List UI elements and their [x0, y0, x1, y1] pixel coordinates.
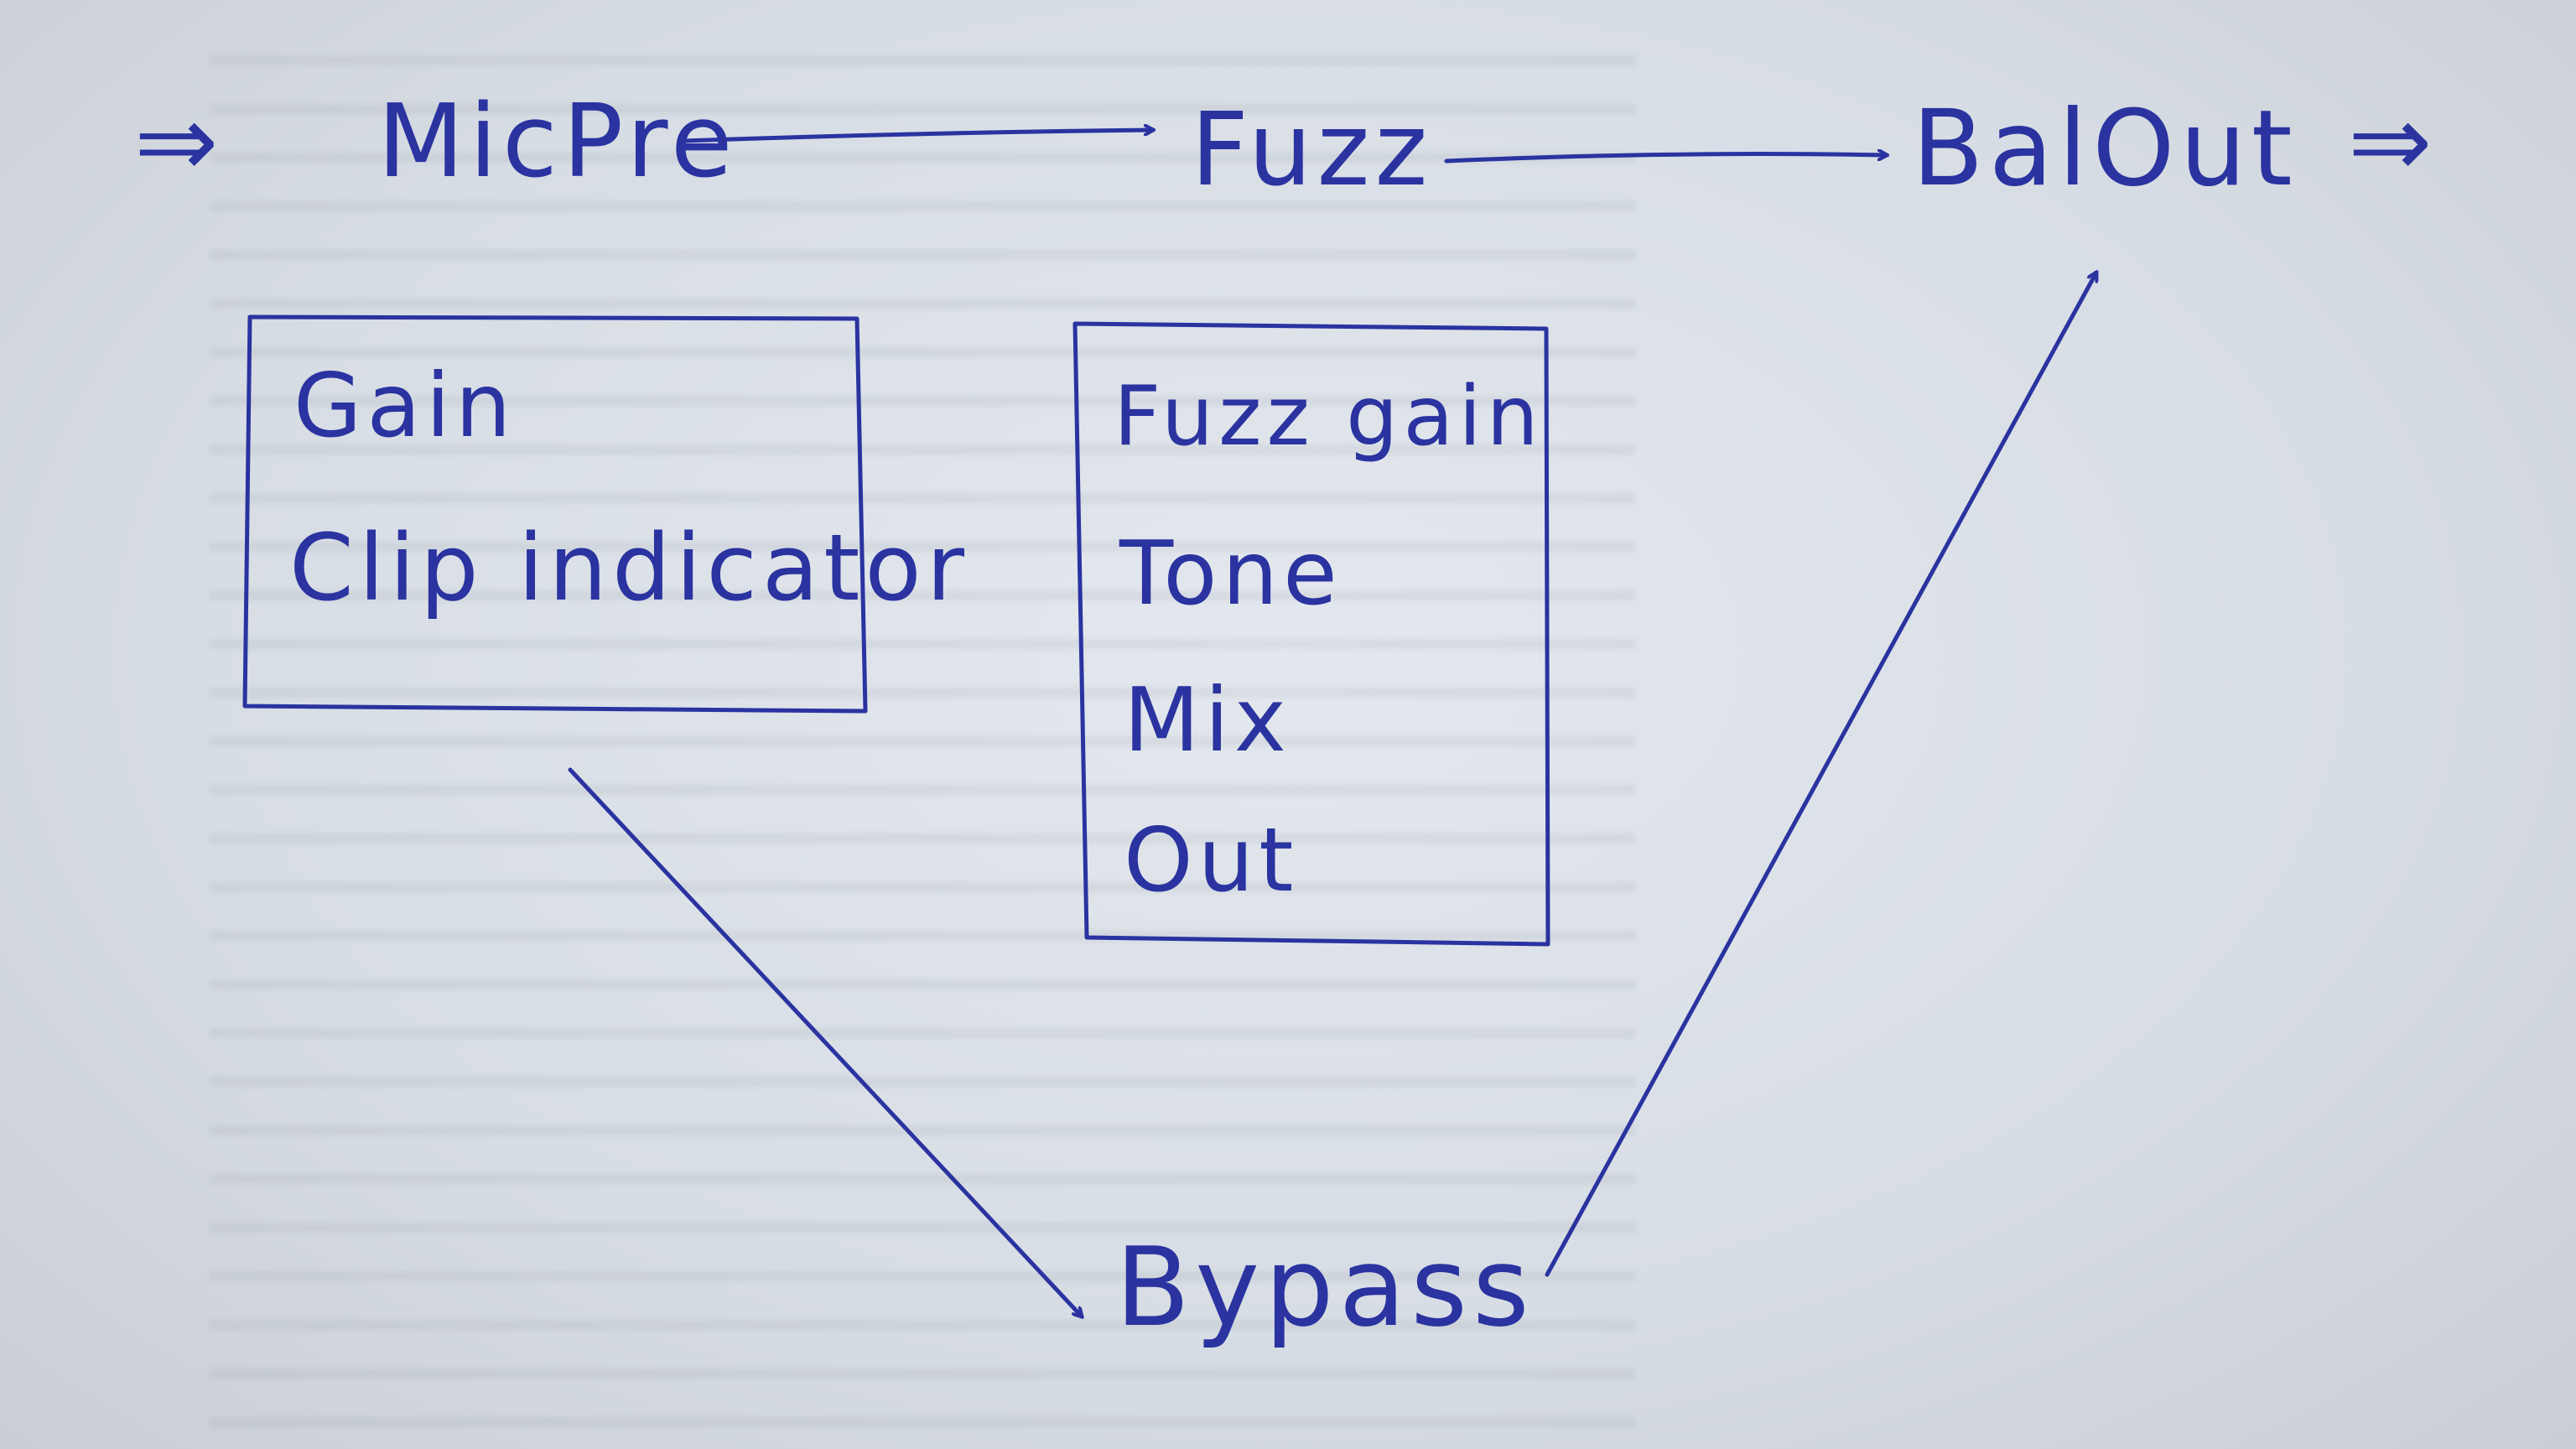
fuzz-param-fuzz-gain: Fuzz gain — [1114, 369, 1544, 465]
arrow-bypass-to-balout — [1545, 273, 2099, 1277]
arrow-micpre-to-fuzz — [681, 130, 1153, 143]
node-fuzz: Fuzz — [1191, 92, 1433, 209]
node-balout: BalOut — [1912, 88, 2298, 210]
fuzz-param-tone: Tone — [1119, 522, 1343, 625]
arrow-micpre-to-bypass — [568, 767, 1082, 1317]
input-arrow-icon: ⇒ — [134, 84, 224, 200]
output-arrow-icon: ⇒ — [2348, 84, 2438, 200]
fuzz-param-mix: Mix — [1124, 669, 1291, 771]
arrow-fuzz-to-balout — [1444, 154, 1887, 164]
micpre-param-clip-indicator: Clip indicator — [289, 514, 969, 621]
fuzz-param-out: Out — [1124, 809, 1298, 911]
micpre-param-gain: Gain — [293, 355, 516, 457]
micpre-params-box — [242, 314, 868, 714]
node-micpre: MicPre — [377, 84, 738, 200]
node-bypass: Bypass — [1115, 1223, 1535, 1351]
fuzz-params-box — [1072, 321, 1550, 947]
